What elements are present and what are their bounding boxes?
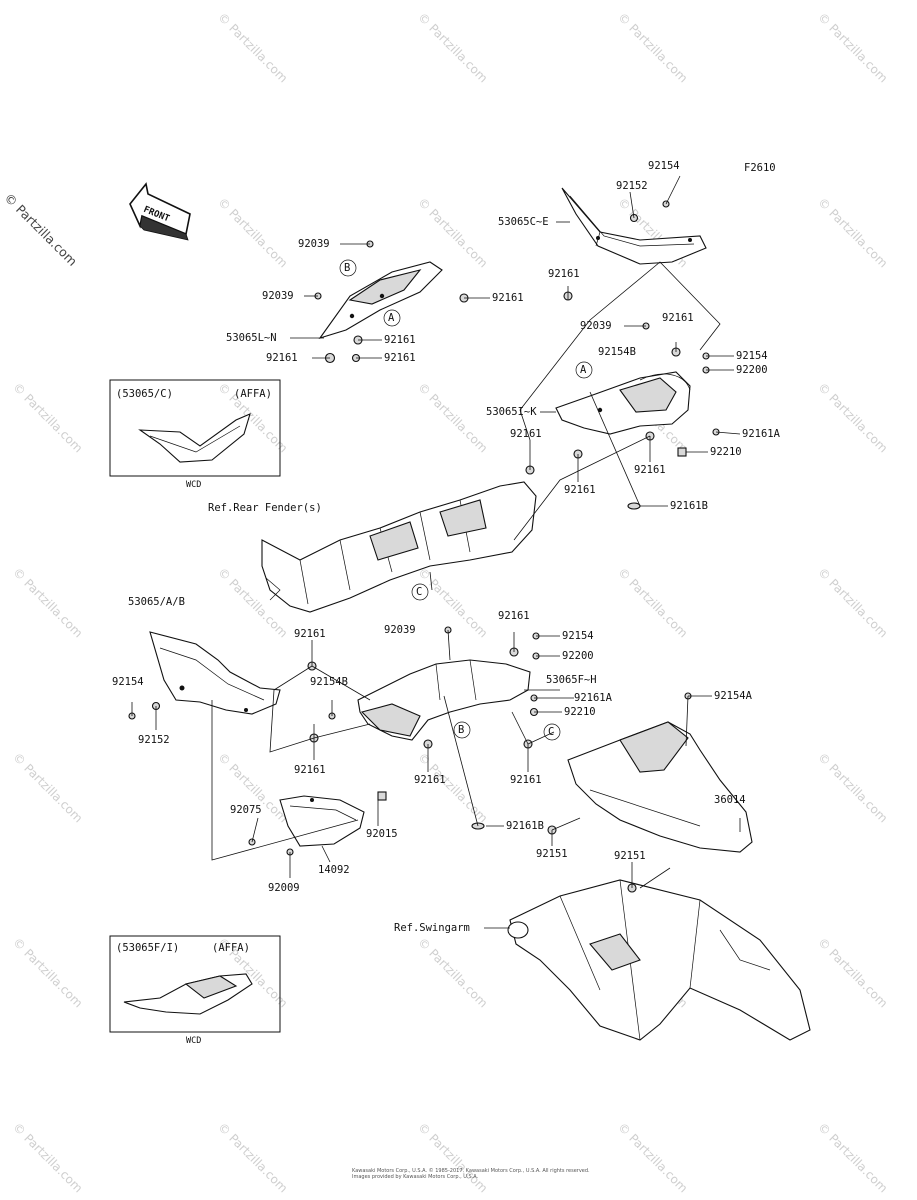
part-label: 92039 — [384, 624, 416, 636]
part-label: 92154A — [714, 690, 752, 702]
footer-copyright: Kawasaki Motors Corp., U.S.A. © 1985-201… — [352, 1168, 590, 1180]
part-label: 53065I~K — [486, 406, 537, 418]
part-label: 92152 — [616, 180, 648, 192]
part-label: 92154B — [310, 676, 348, 688]
part-label: 92161 — [384, 352, 416, 364]
cover-53065-a-b — [149, 631, 281, 715]
part-label: 14092 — [318, 864, 350, 876]
cover-14092 — [279, 795, 365, 847]
part-label: 92161 — [662, 312, 694, 324]
callout-b: B — [458, 724, 465, 736]
part-label: 92161 — [294, 764, 326, 776]
part-label: 92154 — [648, 160, 680, 172]
part-label: 92161 — [510, 428, 542, 440]
inset-bottom-code: (53065F/I) — [116, 942, 180, 954]
callout-a: A — [580, 364, 587, 376]
callout-c: C — [548, 726, 555, 738]
cover-53065l-n — [318, 261, 443, 340]
part-label: 92200 — [562, 650, 594, 662]
part-label: 92200 — [736, 364, 768, 376]
part-label: 92154 — [736, 350, 768, 362]
callout-circles — [339, 259, 593, 741]
callout-a: A — [388, 312, 395, 324]
part-label: 92210 — [710, 446, 742, 458]
part-label: 92152 — [138, 734, 170, 746]
part-label: 53065L~N — [226, 332, 277, 344]
part-label: 53065C~E — [498, 216, 549, 228]
cover-53065c-e — [561, 187, 707, 265]
front-arrow-icon — [129, 182, 191, 241]
part-label: 92151 — [614, 850, 646, 862]
leader-lines — [131, 175, 741, 929]
inset-bottom-variant: (AFFA) — [212, 942, 250, 954]
part-label: 92161A — [574, 692, 612, 704]
ref-label: Ref.Swingarm — [394, 922, 470, 934]
part-label: 92161 — [634, 464, 666, 476]
inset-bottom-color: WCD — [186, 1036, 202, 1046]
part-label: 53065F~H — [546, 674, 597, 686]
footer-line-1: Kawasaki Motors Corp., U.S.A. © 1985-201… — [352, 1168, 590, 1174]
inset-frames — [109, 379, 281, 1033]
part-label: 92154 — [112, 676, 144, 688]
part-label: 92210 — [564, 706, 596, 718]
part-label: 92161 — [548, 268, 580, 280]
part-label: 92161 — [498, 610, 530, 622]
inset-top-variant: (AFFA) — [234, 388, 272, 400]
part-label: 53065/A/B — [128, 596, 185, 608]
cover-53065f-h — [357, 659, 531, 741]
chain-guard-36014 — [567, 721, 753, 853]
part-label: 92161 — [564, 484, 596, 496]
callout-c: C — [416, 586, 423, 598]
part-label: 92154B — [598, 346, 636, 358]
part-label: 92161 — [266, 352, 298, 364]
inset-top-code: (53065/C) — [116, 388, 173, 400]
part-label: 92015 — [366, 828, 398, 840]
callout-b: B — [344, 262, 351, 274]
swingarm — [507, 879, 811, 1041]
rear-fender — [261, 481, 537, 613]
part-label: 92009 — [268, 882, 300, 894]
part-label: 92161B — [506, 820, 544, 832]
part-label: 92161 — [384, 334, 416, 346]
inset-top-color: WCD — [186, 480, 202, 490]
part-label: 92161 — [414, 774, 446, 786]
figure-code: F2610 — [744, 162, 776, 174]
part-label: 92151 — [536, 848, 568, 860]
part-label: 92161 — [492, 292, 524, 304]
part-label: 92039 — [580, 320, 612, 332]
part-label: 92075 — [230, 804, 262, 816]
part-label: 36014 — [714, 794, 746, 806]
part-label: 92161 — [294, 628, 326, 640]
part-label: 92161 — [510, 774, 542, 786]
part-label: 92039 — [298, 238, 330, 250]
part-label: 92161B — [670, 500, 708, 512]
part-label: 92039 — [262, 290, 294, 302]
part-label: 92154 — [562, 630, 594, 642]
footer-line-2: Images provided by Kawasaki Motors Corp.… — [352, 1174, 479, 1180]
ref-label: Ref.Rear Fender(s) — [208, 502, 322, 514]
part-label: 92161A — [742, 428, 780, 440]
cover-53065i-k — [555, 371, 691, 435]
